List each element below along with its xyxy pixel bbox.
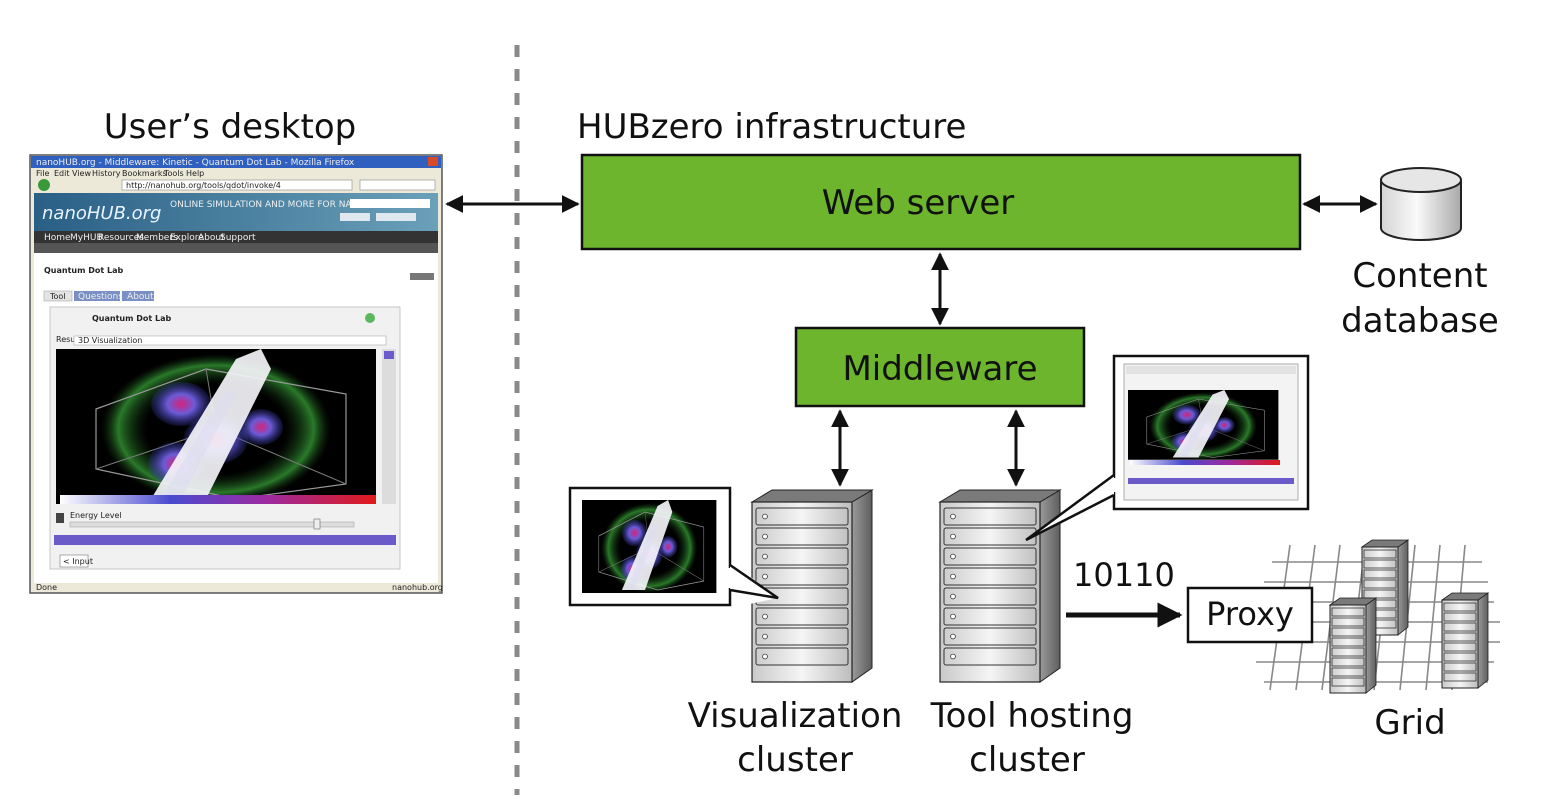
svg-text:Resources: Resources — [98, 233, 144, 243]
bits-label: 10110 — [1073, 556, 1175, 594]
nanohub-logo: nanoHUB.org — [42, 203, 161, 224]
svg-text:Energy Level: Energy Level — [70, 511, 122, 520]
tool-tabs: Tool Questions About — [43, 290, 154, 302]
nanohub-login-button[interactable] — [340, 213, 370, 221]
svg-text:nanohub.org: nanohub.org — [392, 583, 443, 592]
svg-text:Quantum Dot Lab: Quantum Dot Lab — [92, 314, 171, 323]
visualization-callout — [568, 486, 779, 607]
page-title: Quantum Dot Lab — [44, 266, 123, 275]
hubzero-heading: HUBzero infrastructure — [577, 107, 966, 147]
user-desktop-heading: User’s desktop — [104, 107, 356, 147]
web-server-label: Web server — [822, 183, 1015, 223]
content-database-label-line1: Content — [1352, 256, 1487, 296]
nanohub-register-button[interactable] — [376, 213, 416, 221]
svg-text:MyHUB: MyHUB — [70, 233, 103, 243]
svg-text:3D Visualization: 3D Visualization — [78, 336, 142, 345]
browser-titlebar — [31, 156, 441, 168]
grid-rack-3 — [1441, 592, 1489, 689]
browser-screenshot: nanoHUB.org - Middleware: Kinetic - Quan… — [29, 154, 443, 594]
nanohub-search-field[interactable] — [350, 199, 430, 208]
svg-text:http://nanohub.org/tools/qdot/: http://nanohub.org/tools/qdot/invoke/4 — [126, 181, 281, 190]
svg-text:nanoHUB.org - Middleware: Kine: nanoHUB.org - Middleware: Kinetic - Quan… — [36, 158, 355, 168]
browser-close-icon[interactable] — [428, 157, 438, 166]
svg-text:Support: Support — [220, 233, 256, 243]
content-database-icon — [1380, 167, 1462, 241]
browser-search-box[interactable] — [359, 179, 436, 191]
svg-text:About: About — [198, 233, 225, 243]
viz-toolbar — [382, 349, 396, 504]
middleware-label: Middleware — [842, 349, 1037, 389]
svg-text:< Input: < Input — [63, 557, 93, 566]
visualization-cluster-label-line2: cluster — [737, 740, 853, 780]
tool-hosting-cluster-label-line2: cluster — [969, 740, 1085, 780]
tool-hosting-callout — [1025, 354, 1310, 542]
svg-text:View: View — [72, 169, 91, 178]
tab-questions[interactable] — [74, 291, 120, 301]
tool-logo-icon — [365, 313, 375, 323]
svg-text:Edit: Edit — [54, 169, 70, 178]
energy-slider[interactable] — [69, 521, 355, 528]
colorbar — [60, 495, 376, 504]
web-server-box: Web server — [580, 153, 1302, 251]
tool-hosting-cluster-rack — [939, 489, 1061, 683]
tool-hosting-cluster-label-line1: Tool hosting — [930, 696, 1134, 736]
proxy-box: Proxy — [1186, 586, 1314, 644]
svg-text:Done: Done — [36, 583, 57, 592]
svg-text:Result:: Result: — [56, 335, 83, 344]
grid-rack-2 — [1329, 597, 1377, 694]
status-bar — [31, 583, 441, 592]
browser-menu-bar: File Edit View History Bookmarks Tools H… — [36, 169, 204, 178]
play-button[interactable] — [56, 513, 64, 523]
content-database-label-line2: database — [1341, 301, 1499, 341]
input-button[interactable] — [59, 554, 89, 568]
grid-label: Grid — [1374, 703, 1445, 743]
svg-text:About: About — [127, 292, 154, 302]
svg-text:File: File — [36, 169, 49, 178]
svg-text:ONLINE SIMULATION AND MORE FOR: ONLINE SIMULATION AND MORE FOR NANOTECHN… — [170, 200, 428, 210]
svg-text:Questions: Questions — [78, 292, 123, 302]
svg-text:Members: Members — [136, 233, 178, 243]
nanohub-nav-bar — [34, 231, 438, 243]
nanohub-nav-items: Home MyHUB Resources Members Explore Abo… — [44, 233, 256, 243]
visualization-cluster-label-line1: Visualization — [688, 696, 903, 736]
proxy-label: Proxy — [1206, 595, 1294, 633]
slider-thumb[interactable] — [313, 518, 321, 530]
svg-text:History: History — [92, 169, 121, 178]
svg-text:Tool: Tool — [49, 292, 66, 301]
svg-text:Tools: Tools — [163, 169, 184, 178]
svg-text:Help: Help — [186, 169, 204, 178]
svg-text:Bookmarks: Bookmarks — [122, 169, 167, 178]
svg-text:Explore: Explore — [170, 233, 204, 243]
url-bar[interactable] — [121, 179, 353, 191]
tab-tool[interactable] — [43, 290, 73, 302]
visualization-cluster-rack — [751, 489, 873, 683]
result-dropdown[interactable] — [73, 335, 387, 346]
back-button-icon[interactable] — [38, 179, 50, 191]
svg-text:Home: Home — [44, 233, 71, 243]
tab-about[interactable] — [122, 291, 154, 301]
browser-3d-visualization[interactable] — [55, 348, 377, 505]
middleware-box: Middleware — [794, 326, 1086, 408]
